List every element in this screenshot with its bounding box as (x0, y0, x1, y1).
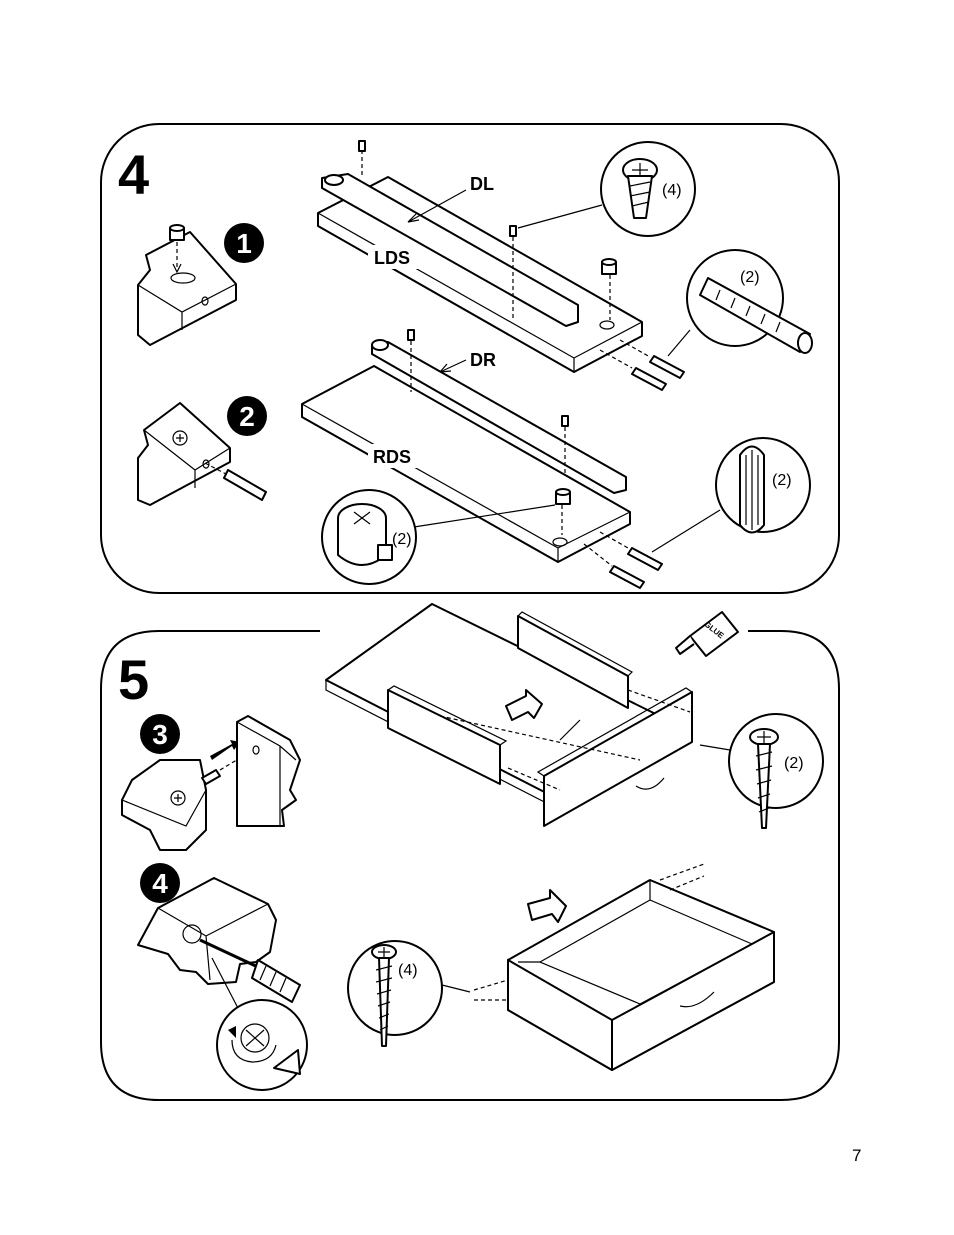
callout-screw-front-2: (2) (700, 714, 823, 828)
arrow-icon (528, 890, 566, 922)
svg-text:3: 3 (152, 719, 168, 750)
drawer-parts-exploded (326, 604, 692, 826)
step-4-number: 4 (118, 143, 149, 206)
svg-text:4: 4 (152, 868, 168, 899)
substep-4-badge: 4 (140, 863, 180, 903)
callout-screw-side-4: (4) (348, 941, 470, 1046)
step-5-panel: 5 3 4 (101, 604, 839, 1100)
label-rds: RDS (373, 447, 411, 467)
callout-peg-2: (2) (652, 438, 810, 552)
drawer-box-assembled (474, 864, 774, 1070)
callout-screw-4: (4) (518, 142, 695, 236)
corner-block-panel (237, 716, 300, 826)
label-lds: LDS (374, 248, 410, 268)
qty-screw-side: (4) (398, 962, 418, 979)
substep-1-badge: 1 (224, 223, 264, 263)
svg-text:1: 1 (236, 228, 252, 259)
svg-text:2: 2 (239, 401, 255, 432)
label-dr: DR (470, 350, 496, 370)
qty-peg: (2) (772, 472, 792, 489)
cam-lock-icon (602, 259, 616, 274)
wood-peg-icon (740, 447, 764, 533)
page-number: 7 (852, 1146, 861, 1166)
panel-corner-cam (138, 225, 236, 345)
qty-screw: (4) (662, 182, 682, 199)
cam-lock-icon (170, 225, 184, 240)
dowel-icon (224, 470, 266, 500)
cam-lock-icon (338, 504, 392, 565)
glue-bottle-icon: GLUE (676, 612, 738, 656)
callout-dowel-2: (2) (668, 250, 812, 356)
substep-3-badge: 3 (140, 714, 180, 754)
callout-tighten (217, 1000, 307, 1090)
substep-2-badge: 2 (227, 396, 267, 436)
label-dl: DL (470, 174, 494, 194)
qty-cam: (2) (392, 531, 412, 548)
step-5-number: 5 (118, 648, 149, 711)
qty-dowel: (2) (740, 269, 760, 286)
step-4-panel: 4 1 2 (101, 124, 839, 593)
cam-lock-icon (556, 489, 570, 504)
corner-block-cam (122, 740, 250, 850)
qty-screw-front: (2) (784, 755, 804, 772)
